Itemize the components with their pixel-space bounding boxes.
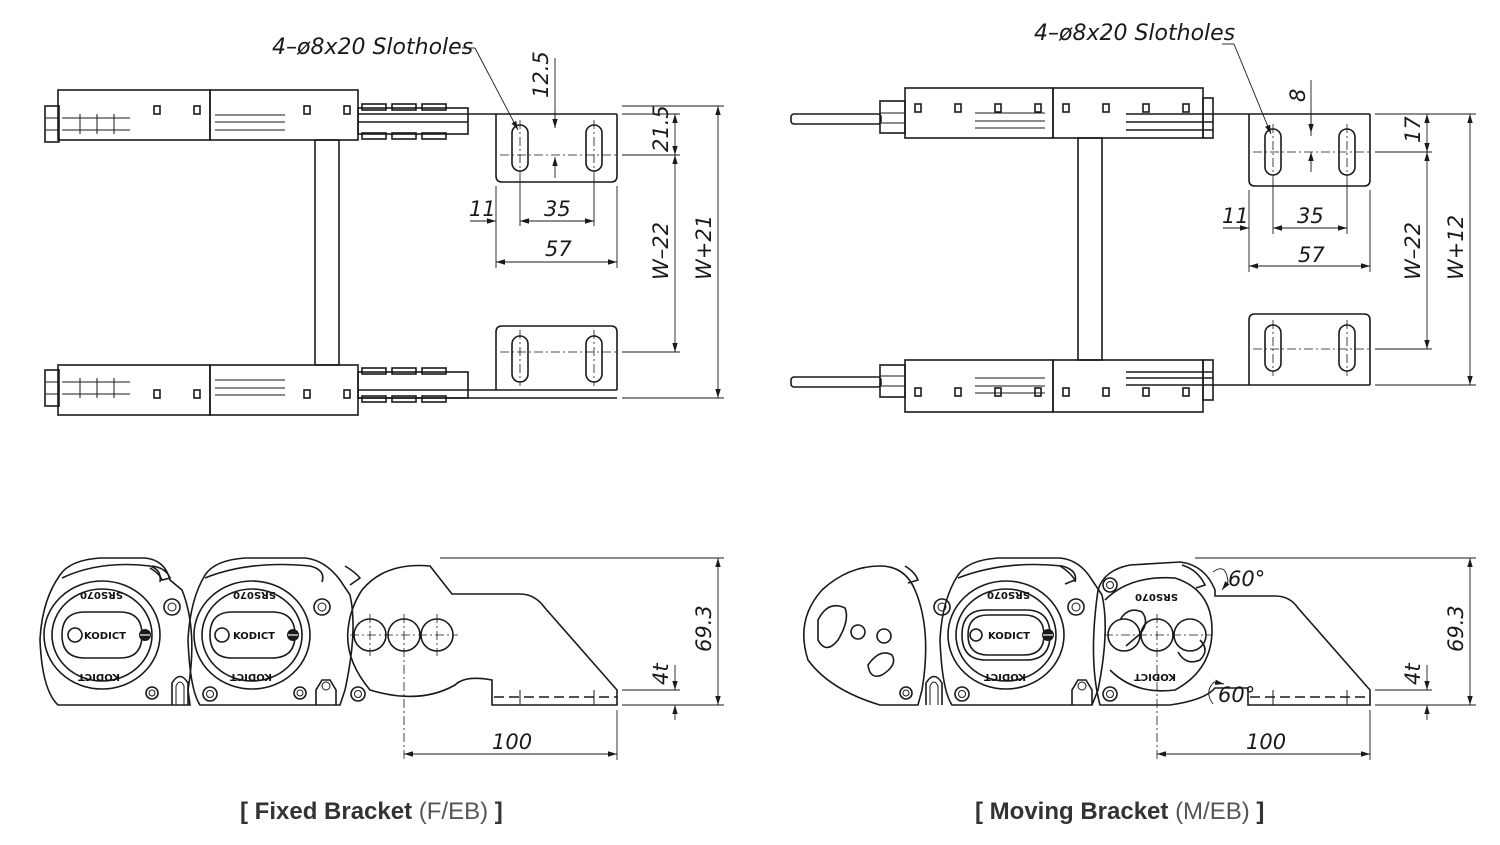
fixed-dim-w-plus: W+21 (692, 215, 716, 280)
moving-top-crossbar (1077, 137, 1103, 361)
moving-side-bracket: SRS070 KODICT (1092, 561, 1371, 760)
fixed-side-view: SRS070 KODICT KODICT SRS070 KODICT KODIC… (39, 557, 724, 760)
moving-top-upper-plate (1248, 114, 1371, 187)
moving-top-lower-chain (790, 359, 1370, 413)
fixed-link-2-marking: SRS070 (233, 589, 276, 600)
moving-bracket-marking: SRS070 (1135, 591, 1178, 602)
fixed-top-upper-chain (44, 89, 617, 143)
moving-angle-bottom: 60° (1218, 683, 1255, 707)
fixed-caption-close: ] (494, 798, 503, 825)
fixed-dim-11: 11 (469, 197, 496, 221)
moving-bracket-brand: KODICT (1134, 671, 1176, 682)
fixed-dim-height: 69.3 (692, 605, 716, 652)
fixed-dim-w-minus: W–22 (649, 222, 673, 280)
moving-dim-35: 35 (1297, 204, 1324, 228)
fixed-dim-35: 35 (544, 197, 571, 221)
fixed-slothole-note: 4–ø8x20 Slotholes (272, 35, 473, 60)
fixed-top-dimensions: 4–ø8x20 Slotholes 12.5 21.5 W–22 W+21 (272, 35, 724, 399)
fixed-side-link-2: SRS070 KODICT KODICT (187, 557, 366, 706)
moving-top-lower-plate (1248, 313, 1371, 385)
moving-top-upper-chain (790, 87, 1370, 139)
fixed-dim-thickness: 4t (649, 663, 673, 685)
moving-bracket-caption: [ Moving Bracket (M/EB) ] (975, 798, 1264, 826)
moving-side-view: SRS070 KODICT KODICT SRS070 KODICT (802, 557, 1476, 760)
moving-link-brand: KODICT (988, 631, 1030, 642)
moving-side-left-bracket (802, 565, 927, 706)
fixed-top-crossbar (314, 139, 340, 366)
fixed-link-2-brand-low: KODICT (230, 671, 272, 682)
fixed-top-view: 4–ø8x20 Slotholes 12.5 21.5 W–22 W+21 (44, 35, 724, 416)
fixed-caption-code: (F/EB) (418, 798, 489, 825)
moving-dim-11: 11 (1222, 204, 1249, 228)
moving-dim-17: 17 (1401, 116, 1425, 143)
moving-side-dimensions: 69.3 4t 100 (1157, 557, 1476, 760)
fixed-link-1-brand-low: KODICT (78, 671, 120, 682)
moving-slothole-note: 4–ø8x20 Slotholes (1034, 21, 1235, 46)
moving-angle-top: 60° (1228, 567, 1265, 591)
moving-dim-57: 57 (1298, 243, 1325, 267)
moving-side-link: SRS070 KODICT KODICT (899, 557, 1106, 706)
moving-dim-height: 69.3 (1444, 605, 1468, 652)
fixed-bracket-caption: [ Fixed Bracket (F/EB) ] (240, 798, 503, 826)
fixed-top-lower-chain (44, 364, 617, 416)
rotation-arrow-bottom-icon (1208, 679, 1225, 705)
fixed-link-2-brand: KODICT (233, 631, 275, 642)
fixed-top-upper-plate (495, 114, 618, 183)
moving-caption-open: [ (975, 798, 983, 825)
fixed-link-1-marking: SRS070 (80, 589, 123, 600)
moving-link-brand-low: KODICT (984, 671, 1026, 682)
fixed-top-lower-plate (495, 325, 618, 390)
fixed-dim-57: 57 (545, 237, 572, 261)
fixed-dim-12-5: 12.5 (529, 51, 553, 98)
fixed-side-dimensions: 69.3 4t 100 (404, 557, 724, 760)
moving-dim-8: 8 (1286, 89, 1310, 102)
fixed-link-1-brand: KODICT (84, 631, 126, 642)
moving-dim-w-plus: W+12 (1444, 215, 1468, 280)
moving-top-view: 4–ø8x20 Slotholes 8 17 W–22 W+12 (790, 21, 1476, 413)
fixed-dim-length: 100 (492, 730, 532, 754)
fixed-side-bracket (346, 564, 618, 760)
moving-dim-thickness: 4t (1401, 663, 1425, 685)
rotation-arrow-top-icon (1212, 568, 1230, 591)
moving-angle-markers: 60° 60° (1208, 567, 1265, 707)
moving-dim-length: 100 (1246, 730, 1286, 754)
moving-link-marking: SRS070 (987, 589, 1030, 600)
moving-caption-title: Moving Bracket (989, 798, 1169, 825)
moving-dim-w-minus: W–22 (1401, 222, 1425, 280)
moving-caption-close: ] (1256, 798, 1265, 825)
fixed-caption-open: [ (240, 798, 248, 825)
fixed-caption-title: Fixed Bracket (254, 798, 413, 825)
moving-caption-code: (M/EB) (1175, 798, 1250, 825)
fixed-side-link-1: SRS070 KODICT KODICT (39, 557, 218, 706)
moving-top-dimensions: 4–ø8x20 Slotholes 8 17 W–22 W+12 (1034, 21, 1476, 386)
fixed-dim-21-5: 21.5 (649, 105, 673, 152)
